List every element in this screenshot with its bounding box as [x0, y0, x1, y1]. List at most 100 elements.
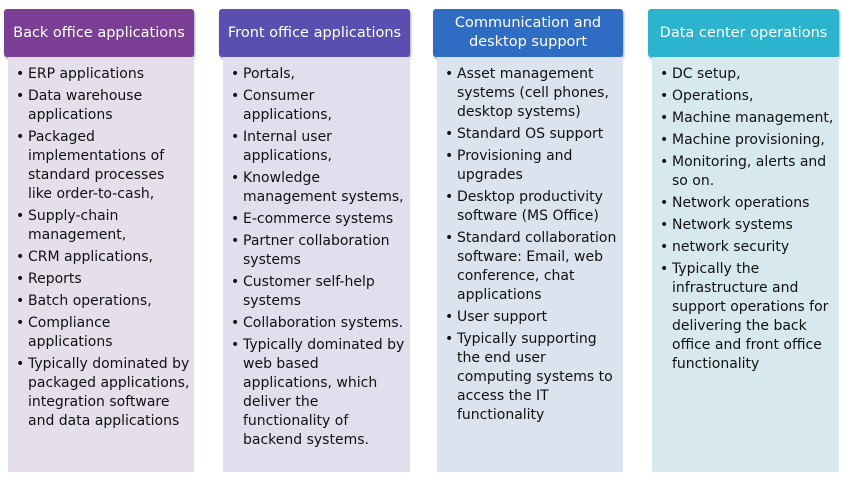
- list-item: •Typically dominated by packaged applica…: [16, 355, 190, 431]
- list-item: •Network operations: [660, 194, 835, 213]
- item-text: Internal user applications,: [243, 129, 332, 164]
- item-text: Consumer applications,: [243, 88, 332, 123]
- item-list: •Portals, •Consumer applications, • Inte…: [231, 65, 406, 450]
- list-item: •Batch operations,: [16, 292, 190, 311]
- list-item: •Provisioning and upgrades: [445, 147, 619, 185]
- list-item: •ERP applications: [16, 65, 190, 84]
- item-text: Typically supporting the end user comput…: [457, 331, 613, 423]
- bullet-icon: •: [445, 309, 454, 325]
- list-item: •Data warehouse applications: [16, 87, 190, 125]
- bullet-icon: •: [445, 66, 454, 82]
- item-text: Network operations: [672, 195, 810, 211]
- list-item: •Desktop productivity software (MS Offic…: [445, 188, 619, 226]
- list-item: •Standard collaboration software: Email,…: [445, 229, 619, 305]
- item-text: Monitoring, alerts and so on.: [672, 154, 827, 189]
- bullet-icon: •: [231, 274, 240, 290]
- list-item: •Partner collaboration systems: [231, 232, 406, 270]
- item-text: Machine provisioning,: [672, 132, 825, 148]
- list-item: •Portals,: [231, 65, 406, 84]
- column-communication-desktop: Communication and desktop support •Asset…: [433, 9, 623, 472]
- bullet-icon: •: [231, 211, 240, 227]
- bullet-icon: •: [660, 66, 669, 82]
- bullet-icon: •: [660, 154, 669, 170]
- list-item: •User support: [445, 308, 619, 327]
- list-item: •DC setup,: [660, 65, 835, 84]
- bullet-icon: •: [660, 217, 669, 233]
- list-item: • Internal user applications,: [231, 128, 406, 166]
- list-item: •CRM applications,: [16, 248, 190, 267]
- bullet-icon: •: [16, 208, 25, 224]
- item-text: Data warehouse applications: [28, 88, 143, 123]
- bullet-icon: •: [16, 66, 25, 82]
- list-item: •Supply-chain management,: [16, 207, 190, 245]
- item-text: User support: [457, 309, 548, 325]
- item-text: Operations,: [672, 88, 754, 104]
- item-list: •Asset management systems (cell phones, …: [445, 65, 619, 425]
- bullet-icon: •: [445, 230, 454, 246]
- bullet-icon: •: [660, 261, 669, 277]
- column-header-back-office: Back office applications: [4, 9, 194, 57]
- list-item: •Monitoring, alerts and so on.: [660, 153, 835, 191]
- item-text: Compliance applications: [28, 315, 113, 350]
- bullet-icon: •: [231, 315, 240, 331]
- item-text: E-commerce systems: [243, 211, 394, 227]
- bullet-icon: •: [231, 129, 240, 145]
- item-text: Portals,: [243, 66, 295, 82]
- bullet-icon: •: [16, 249, 25, 265]
- bullet-icon: •: [660, 110, 669, 126]
- column-body-back-office: •ERP applications •Data warehouse applic…: [8, 57, 194, 472]
- list-item: •E-commerce systems: [231, 210, 406, 229]
- item-text: Asset management systems (cell phones, d…: [457, 66, 609, 120]
- column-header-front-office: Front office applications: [219, 9, 410, 57]
- item-text: Batch operations,: [28, 293, 152, 309]
- bullet-icon: •: [16, 356, 25, 372]
- list-item: •Typically dominated by web based applic…: [231, 336, 406, 450]
- item-text: Packaged implementations of standard pro…: [28, 129, 165, 202]
- bullet-icon: •: [660, 195, 669, 211]
- column-header-data-center: Data center operations: [648, 9, 839, 57]
- bullet-icon: •: [445, 189, 454, 205]
- list-item: •Machine management,: [660, 109, 835, 128]
- item-text: Typically the infrastructure and support…: [672, 261, 829, 372]
- bullet-icon: •: [445, 148, 454, 164]
- item-text: Machine management,: [672, 110, 834, 126]
- item-text: ERP applications: [28, 66, 144, 82]
- item-list: •DC setup, •Operations, •Machine managem…: [660, 65, 835, 374]
- list-item: •Packaged implementations of standard pr…: [16, 128, 190, 204]
- bullet-icon: •: [16, 129, 25, 145]
- item-text: Reports: [28, 271, 82, 287]
- bullet-icon: •: [16, 315, 25, 331]
- item-text: Typically dominated by web based applica…: [243, 337, 405, 448]
- item-text: Standard OS support: [457, 126, 604, 142]
- list-item: •Standard OS support: [445, 125, 619, 144]
- bullet-icon: •: [231, 170, 240, 186]
- item-text: Network systems: [672, 217, 793, 233]
- item-text: Customer self-help systems: [243, 274, 375, 309]
- bullet-icon: •: [231, 66, 240, 82]
- bullet-icon: •: [660, 132, 669, 148]
- bullet-icon: •: [231, 88, 240, 104]
- list-item: •Consumer applications,: [231, 87, 406, 125]
- column-body-data-center: •DC setup, •Operations, •Machine managem…: [652, 57, 839, 472]
- list-item: •Collaboration systems.: [231, 314, 406, 333]
- item-text: Desktop productivity software (MS Office…: [457, 189, 603, 224]
- item-text: Standard collaboration software: Email, …: [457, 230, 617, 303]
- item-text: Typically dominated by packaged applicat…: [28, 356, 190, 429]
- column-body-front-office: •Portals, •Consumer applications, • Inte…: [223, 57, 410, 472]
- bullet-icon: •: [231, 337, 240, 353]
- item-text: Knowledge management systems,: [243, 170, 404, 205]
- list-item: •Operations,: [660, 87, 835, 106]
- column-front-office: Front office applications •Portals, •Con…: [219, 9, 410, 472]
- item-text: CRM applications,: [28, 249, 154, 265]
- column-back-office: Back office applications •ERP applicatio…: [4, 9, 194, 472]
- column-data-center: Data center operations •DC setup, •Opera…: [648, 9, 839, 472]
- list-item: •Typically the infrastructure and suppor…: [660, 260, 835, 374]
- item-text: network security: [672, 239, 790, 255]
- column-header-communication-desktop: Communication and desktop support: [433, 9, 623, 57]
- list-item: •Typically supporting the end user compu…: [445, 330, 619, 425]
- list-item: •network security: [660, 238, 835, 257]
- bullet-icon: •: [231, 233, 240, 249]
- item-text: Provisioning and upgrades: [457, 148, 573, 183]
- bullet-icon: •: [445, 331, 454, 347]
- list-item: •Compliance applications: [16, 314, 190, 352]
